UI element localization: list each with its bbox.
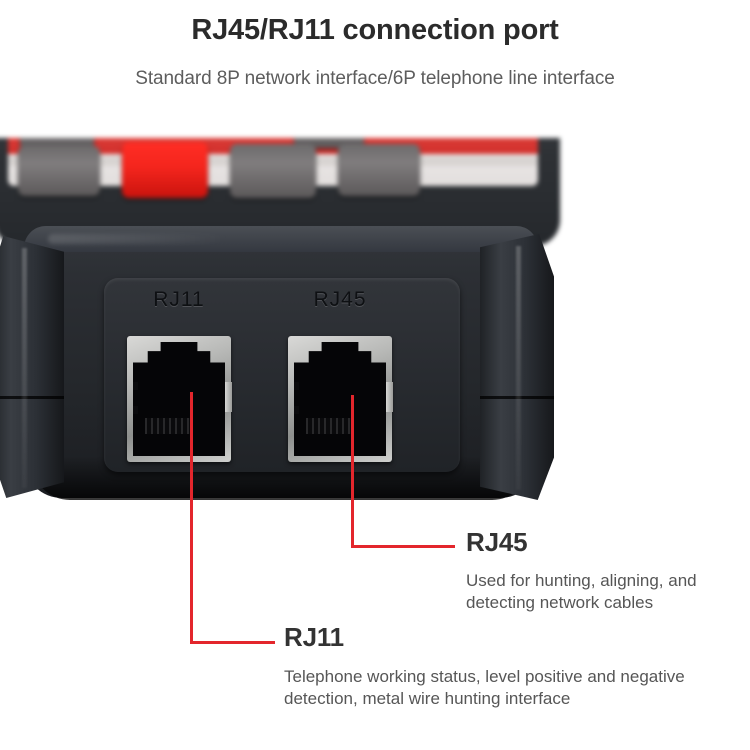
rj45-jack-notch-lower	[294, 406, 299, 414]
device-bumper-left	[0, 236, 64, 498]
device-keypad-blurred	[0, 138, 588, 248]
rj11-jack-notch-lower	[133, 406, 138, 414]
rj11-leader-line-vertical	[190, 392, 193, 643]
device-photo: RJ11 RJ45	[0, 138, 588, 510]
rj11-jack	[127, 336, 232, 462]
device-button-1	[18, 146, 100, 196]
rj45-jack-opening	[294, 342, 386, 456]
device-button-5	[294, 138, 364, 148]
rj11-jack-notch-upper	[133, 382, 138, 390]
rj45-jack-pins	[306, 418, 352, 434]
device-button-3-power	[122, 142, 208, 198]
device-bumper-highlight-left	[22, 248, 27, 488]
callout-description-rj45: Used for hunting, aligning, and detectin…	[466, 571, 697, 613]
device-body-highlight	[48, 234, 228, 244]
port-label-rj45: RJ45	[313, 288, 367, 311]
rj45-leader-line-vertical	[351, 395, 354, 547]
callout-heading-rj45: RJ45	[466, 527, 528, 557]
device-bumper-seam-right	[480, 396, 554, 399]
device-bumper-seam-left	[0, 396, 64, 399]
page-subtitle: Standard 8P network interface/6P telepho…	[135, 68, 615, 89]
callout-description-rj11: Telephone working status, level positive…	[284, 667, 685, 709]
device-bumper-highlight-right	[516, 246, 521, 490]
page-title: RJ45/RJ11 connection port	[191, 14, 559, 46]
rj45-leader-line-horizontal	[351, 545, 455, 548]
device-button-5b	[338, 144, 420, 196]
rj11-jack-pins	[145, 418, 191, 434]
keypad-shell	[0, 138, 560, 246]
device-button-4	[230, 144, 316, 198]
device-body-top-edge	[24, 226, 538, 252]
rj45-jack-notch-upper	[294, 382, 299, 390]
rj45-jack-clip-right	[386, 382, 393, 412]
callout-heading-rj11: RJ11	[284, 622, 344, 652]
port-label-rj11: RJ11	[153, 288, 205, 311]
rj11-jack-opening	[133, 342, 225, 456]
rj11-jack-clip-right	[225, 382, 232, 412]
rj11-leader-line-horizontal	[190, 641, 275, 644]
rj45-jack	[288, 336, 393, 462]
device-bumper-right	[480, 234, 554, 500]
